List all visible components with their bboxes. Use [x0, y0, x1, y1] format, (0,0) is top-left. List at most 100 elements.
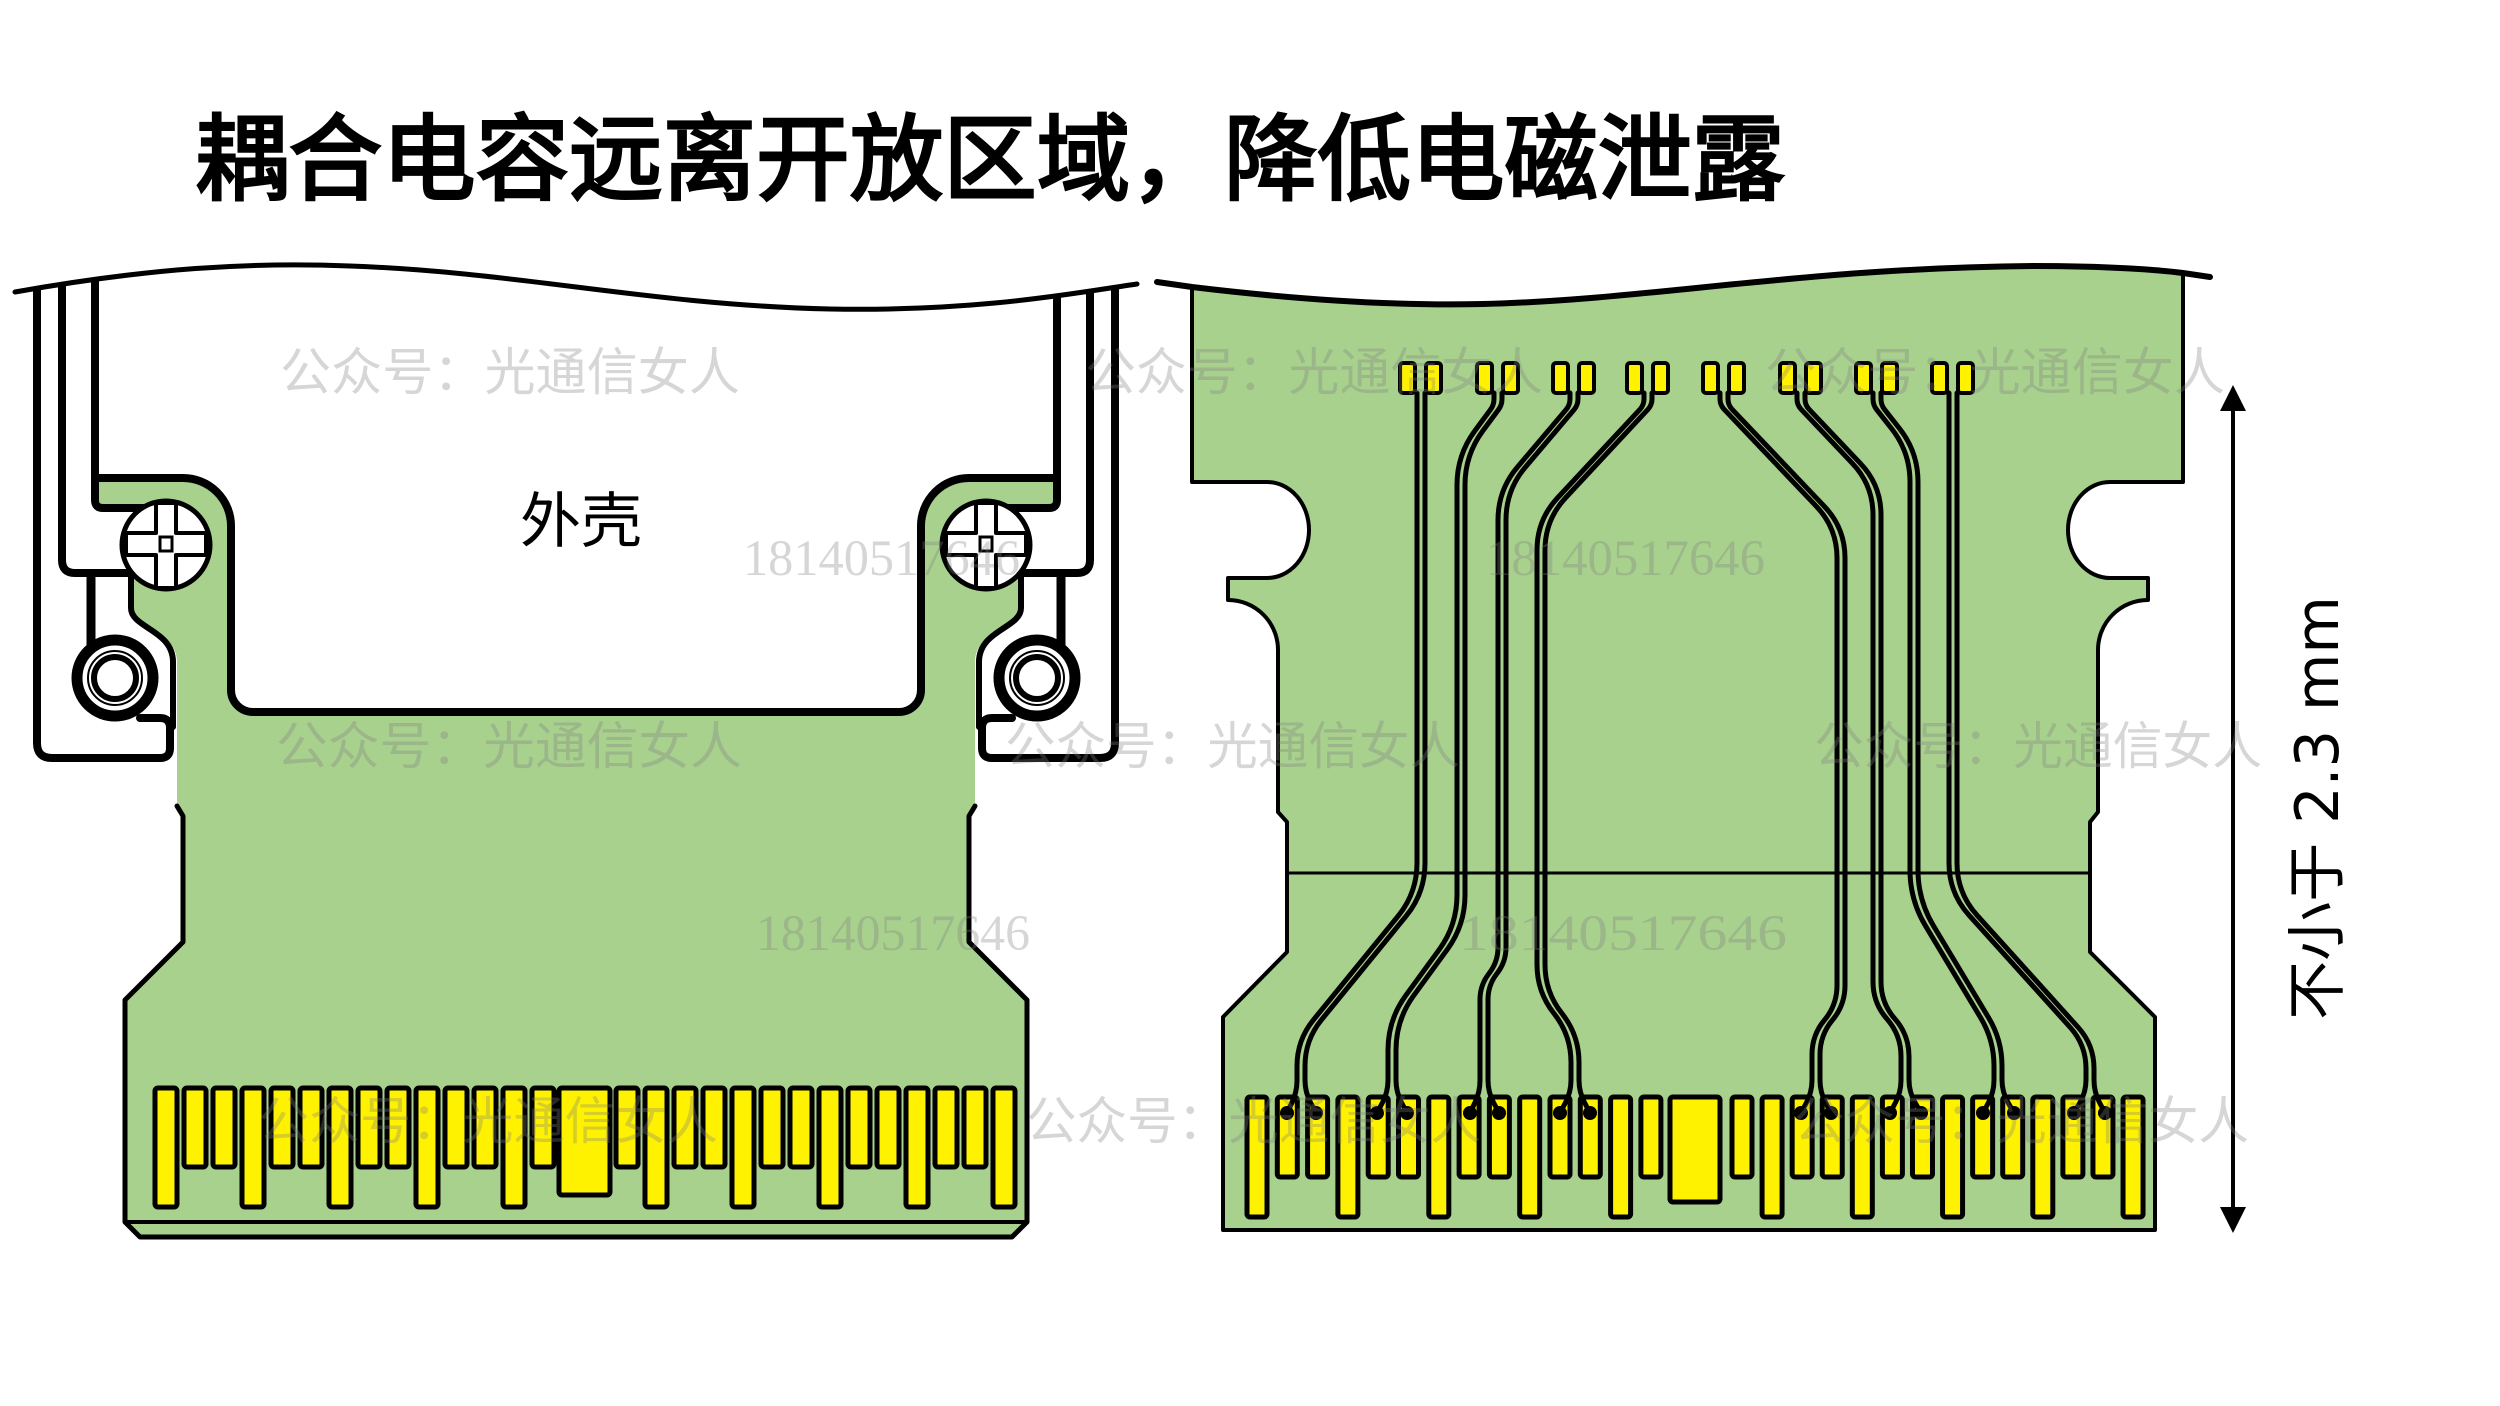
- coupling-capacitor-pads: [1398, 361, 1975, 395]
- gold-finger-short: [355, 1085, 383, 1170]
- gold-finger-long: [326, 1085, 354, 1210]
- gold-finger-long: [1849, 1094, 1875, 1220]
- capacitor-pad: [1424, 361, 1443, 395]
- signal-trace: [1485, 390, 1581, 1116]
- gold-finger-long: [1335, 1094, 1361, 1220]
- housing-frame: [33, 264, 1115, 762]
- watermark-account: 公众号：光通信女人: [1765, 346, 2225, 402]
- signal-trace: [1284, 390, 1420, 1116]
- signal-trace: [1393, 390, 1505, 1116]
- signal-trace: [1717, 390, 1840, 1116]
- phillips-screw-icon: [119, 498, 213, 592]
- gold-finger-long: [1759, 1094, 1785, 1220]
- capacitor-pad: [1625, 361, 1644, 395]
- gold-finger-short: [613, 1085, 641, 1170]
- watermark-account: 公众号：光通信女人: [1085, 346, 1543, 402]
- gold-finger-long: [1608, 1094, 1634, 1220]
- washer-icon: [71, 634, 159, 722]
- via-dot: [1583, 1106, 1597, 1120]
- gold-finger-short: [961, 1085, 989, 1170]
- arrow-up-icon: [2220, 385, 2246, 411]
- housing-inner-wall: [91, 264, 152, 512]
- signal-trace: [1467, 390, 1573, 1116]
- gold-finger-short: [787, 1085, 815, 1170]
- gold-finger-wide: [556, 1085, 613, 1198]
- gold-finger-long: [642, 1085, 670, 1210]
- arrow-down-icon: [2220, 1207, 2246, 1233]
- capacitor-pad: [1501, 361, 1520, 395]
- watermark-account: 公众号：光通信女人: [1005, 720, 1460, 776]
- dimension-label: 不小于 2.3 mm: [2283, 596, 2353, 1020]
- signal-trace: [1542, 390, 1655, 1116]
- gold-finger-short: [297, 1085, 325, 1170]
- gold-finger-long: [1426, 1094, 1452, 1220]
- gold-finger-long: [816, 1085, 844, 1210]
- signal-trace: [1302, 390, 1428, 1116]
- gold-finger-short: [1729, 1094, 1755, 1180]
- gold-finger-short: [268, 1085, 296, 1170]
- capacitor-pad: [1577, 361, 1596, 395]
- gold-finger-long: [1940, 1094, 1966, 1220]
- capacitor-pad: [1956, 361, 1975, 395]
- via-dot: [1463, 1106, 1477, 1120]
- capacitor-pad: [1398, 361, 1417, 395]
- via-dot: [1824, 1106, 1838, 1120]
- gold-finger-short: [700, 1085, 728, 1170]
- capacitor-pad: [1727, 361, 1746, 395]
- capacitor-pad: [1701, 361, 1720, 395]
- gold-finger-short: [442, 1085, 470, 1170]
- right-break-line: [1154, 263, 2213, 308]
- watermark-account: 公众号：光通信女人: [276, 720, 742, 776]
- signal-trace: [1794, 390, 1904, 1116]
- gold-finger-short: [210, 1085, 238, 1170]
- left-break-line: [12, 262, 1140, 312]
- via-dot: [1553, 1106, 1567, 1120]
- differential-traces: [1284, 390, 2108, 1116]
- via-dot: [1370, 1106, 1384, 1120]
- gold-finger-long: [500, 1085, 528, 1210]
- via-dot: [1309, 1106, 1323, 1120]
- gold-finger-short: [758, 1085, 786, 1170]
- gold-finger-long: [239, 1085, 267, 1210]
- gold-finger-long: [413, 1085, 441, 1210]
- via-dot: [1914, 1106, 1928, 1120]
- capacitor-pad: [1854, 361, 1873, 395]
- capacitor-pad: [1778, 361, 1797, 395]
- signal-trace: [1870, 390, 1997, 1116]
- watermark-account: 公众号：光通信女人: [1794, 1095, 2249, 1151]
- watermark-account: 公众号：光通信女人: [280, 346, 740, 402]
- gold-finger-long: [1244, 1094, 1270, 1220]
- dimension-arrow: [2220, 385, 2246, 1233]
- via-dot: [1492, 1106, 1506, 1120]
- via-dot: [2067, 1106, 2081, 1120]
- via-dot: [1883, 1106, 1897, 1120]
- housing-cavity-outline: [91, 474, 581, 716]
- watermark-phone: 18140517646: [1459, 906, 1787, 962]
- gold-finger-wide: [1667, 1094, 1723, 1205]
- left-diagram: 外壳: [12, 262, 1140, 1240]
- left-pcb-outline: [122, 803, 1030, 1240]
- signal-trace: [1725, 390, 1848, 1116]
- capacitor-pad: [1651, 361, 1670, 395]
- trace-vias: [1280, 1106, 2112, 1120]
- capacitor-pad: [1880, 361, 1899, 395]
- watermark-account: 公众号：光通信女人: [1026, 1095, 1481, 1151]
- gold-finger-long: [903, 1085, 931, 1210]
- gold-finger-long: [729, 1085, 757, 1210]
- gold-finger-short: [471, 1085, 499, 1170]
- via-dot: [1794, 1106, 1808, 1120]
- signal-trace: [1878, 390, 2017, 1116]
- left-fasteners: [71, 498, 213, 722]
- via-dot: [1280, 1106, 1294, 1120]
- watermark-account: 公众号：光通信女人: [1814, 720, 2262, 776]
- gold-finger-short: [384, 1085, 412, 1170]
- housing-left-half: [33, 264, 581, 762]
- via-dot: [1400, 1106, 1414, 1120]
- watermark-phone: 18140517646: [1486, 531, 1765, 587]
- gold-finger-short: [845, 1085, 873, 1170]
- watermarks: 公众号：光通信女人 公众号：光通信女人 公众号：光通信女人 1814051764…: [258, 346, 2262, 1151]
- page-title: 耦合电容远离开放区域，降低电磁泄露: [195, 106, 1786, 215]
- watermark-account: 公众号：光通信女人: [258, 1095, 718, 1151]
- watermark-phone: 18140517646: [743, 531, 1020, 587]
